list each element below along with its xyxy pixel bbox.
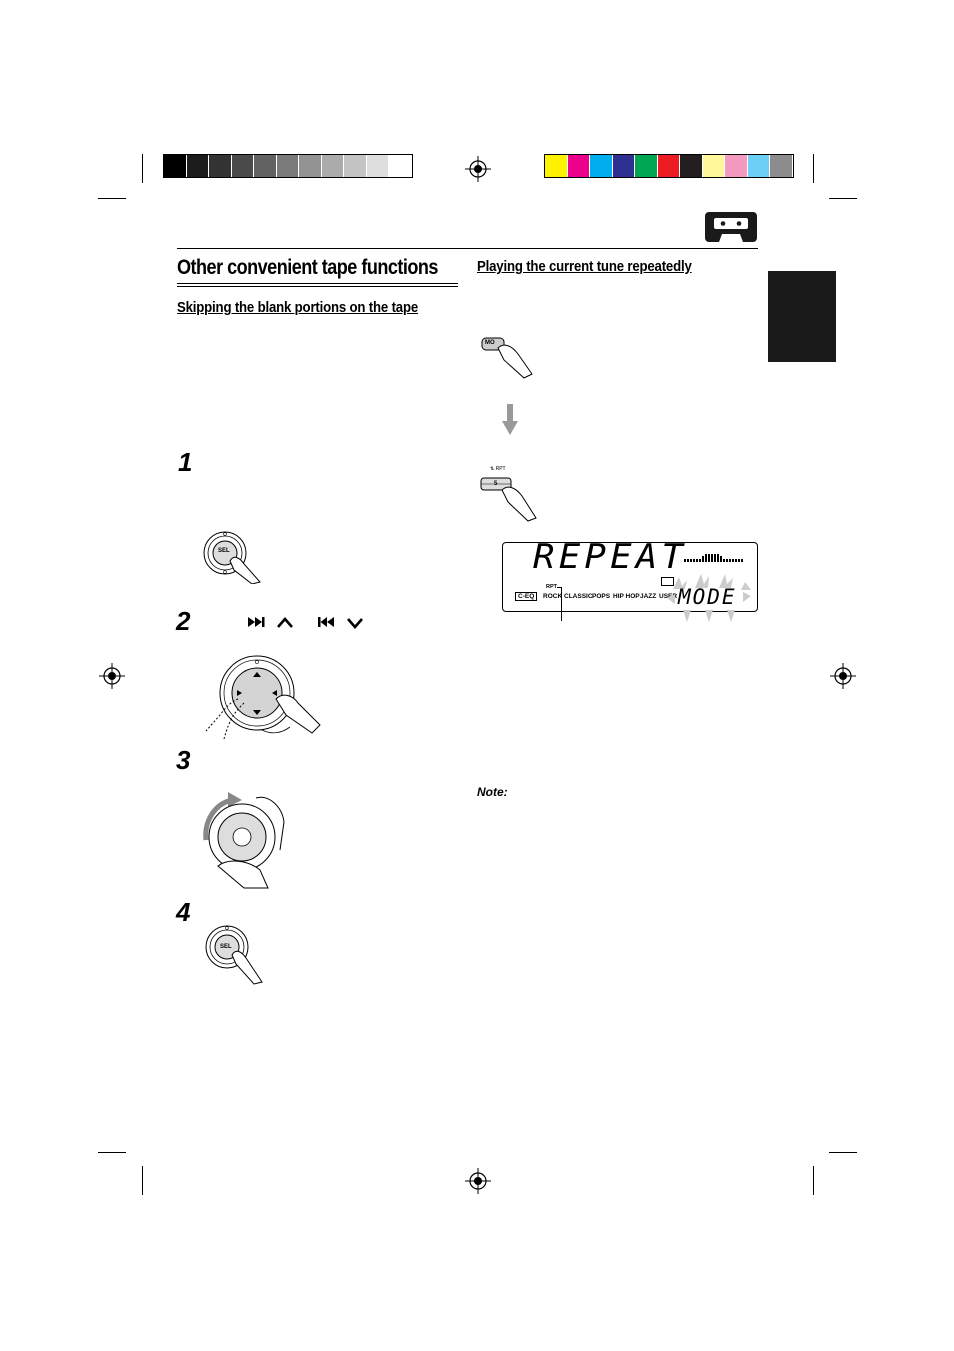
tape-indicator: [661, 577, 674, 586]
step-number: 2: [176, 606, 191, 636]
crop-mark: [98, 198, 126, 199]
eq-mode-hiphop: HIP HOP: [613, 593, 640, 600]
lcd-main-text: REPEAT: [533, 537, 688, 577]
top-rule: [177, 248, 758, 249]
gray-swatch: [366, 155, 389, 177]
gray-swatch: [276, 155, 299, 177]
rpt-leader-v: [561, 587, 562, 621]
registration-mark-icon: [465, 156, 491, 182]
crop-mark: [98, 1152, 126, 1153]
color-swatch: [590, 155, 613, 177]
registration-mark-icon: [830, 663, 856, 689]
eq-mode-pops: POPS: [592, 593, 611, 600]
color-swatch: [657, 155, 680, 177]
eq-mode-rock: ROCK: [543, 593, 563, 600]
mo-label: MO: [485, 340, 495, 346]
color-swatch: [635, 155, 658, 177]
gray-swatch: [344, 155, 367, 177]
gray-swatch: [389, 155, 412, 177]
level-meter: [684, 554, 743, 562]
sel-button-illustration: [205, 925, 263, 985]
grayscale-bar: [163, 154, 413, 178]
language-tab: [768, 271, 836, 362]
color-swatch: [680, 155, 703, 177]
crop-mark: [813, 1166, 814, 1195]
registration-mark-icon: [465, 1168, 491, 1194]
color-swatch: [725, 155, 748, 177]
eq-mode-jazz: JAZZ: [640, 593, 657, 600]
subtitle-skip-blank: Skipping the blank portions on the tape: [177, 299, 419, 316]
rotary-knob-illustration: [203, 792, 285, 889]
step-number: 3: [176, 745, 191, 775]
gray-swatch: [321, 155, 344, 177]
preset-marks: ⇅ RPT: [490, 466, 506, 472]
color-bar: [544, 154, 794, 178]
preset-5-button-illustration: [480, 477, 537, 522]
crop-mark: [813, 154, 814, 183]
crop-mark: [829, 1152, 857, 1153]
preset-5-label: 5: [494, 481, 498, 487]
eq-mode-user: USER: [659, 593, 678, 600]
sel-label: SEL: [218, 548, 230, 554]
step-number: 4: [176, 897, 191, 927]
title-underline: [177, 286, 458, 287]
cassette-icon: [705, 212, 757, 242]
ceq-indicator: C-EQ: [515, 592, 538, 601]
gray-swatch: [299, 155, 322, 177]
gray-swatch: [164, 155, 187, 177]
gray-swatch: [209, 155, 232, 177]
sel-label: SEL: [220, 944, 232, 950]
registration-mark-icon: [99, 663, 125, 689]
sel-button-illustration: [203, 531, 261, 584]
lcd-display: [502, 542, 758, 612]
rpt-leader-h: [557, 587, 561, 588]
crop-mark: [829, 198, 857, 199]
gray-swatch: [254, 155, 277, 177]
title-underline: [177, 283, 458, 284]
blink-burst-icon: [667, 574, 751, 622]
rpt-indicator: RPT: [546, 584, 557, 590]
step-number: 1: [178, 447, 193, 477]
color-swatch: [567, 155, 590, 177]
color-swatch: [747, 155, 770, 177]
lcd-sub-text: MODE: [678, 585, 737, 609]
control-pad-illustration: [205, 655, 321, 740]
page-title: Other convenient tape functions: [177, 256, 438, 279]
skip-forward-up-icon: [248, 617, 293, 628]
gray-swatch: [186, 155, 209, 177]
crop-mark: [142, 1166, 143, 1195]
mo-button-illustration: [481, 337, 533, 379]
color-swatch: [770, 155, 793, 177]
subtitle-repeat: Playing the current tune repeatedly: [477, 258, 692, 275]
down-arrow-icon: [502, 404, 518, 435]
note-label: Note:: [477, 785, 508, 799]
color-swatch: [612, 155, 635, 177]
crop-mark: [142, 154, 143, 183]
eq-mode-classic: CLASSIC: [564, 593, 593, 600]
gray-swatch: [231, 155, 254, 177]
skip-back-down-icon: [318, 617, 363, 629]
color-swatch: [702, 155, 725, 177]
color-swatch: [545, 155, 568, 177]
rotation-arrow-icon: [203, 797, 233, 841]
